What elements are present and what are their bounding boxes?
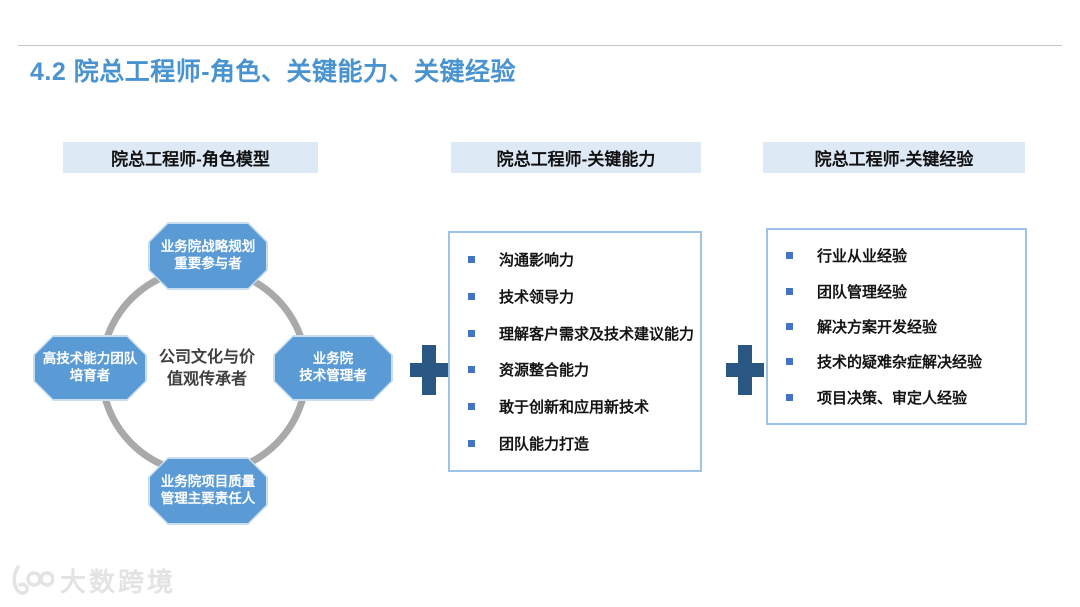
page-title: 4.2 院总工程师-角色、关键能力、关键经验 bbox=[30, 58, 517, 86]
experience-item: 团队管理经验 bbox=[817, 283, 908, 301]
plus-icon bbox=[410, 345, 448, 395]
list-item: 项目决策、审定人经验 bbox=[778, 387, 1015, 408]
bullet-square-icon bbox=[786, 358, 793, 366]
role-node-top-line2: 重要参与者 bbox=[174, 256, 242, 271]
bullet-square-icon bbox=[786, 287, 793, 295]
ability-item: 技术领导力 bbox=[499, 288, 575, 306]
list-item: 技术领导力 bbox=[460, 286, 690, 307]
list-item: 敢于创新和应用新技术 bbox=[460, 396, 690, 417]
ability-item: 沟通影响力 bbox=[499, 251, 575, 269]
header-role-model: 院总工程师-角色模型 bbox=[63, 142, 318, 173]
role-center-label: 公司文化与价 值观传承者 bbox=[132, 347, 282, 392]
plus-icon bbox=[726, 345, 764, 395]
list-item: 团队能力打造 bbox=[460, 433, 690, 454]
role-node-top: 业务院战略规划 重要参与者 bbox=[148, 222, 268, 290]
watermark-text: 大数跨境 bbox=[60, 567, 177, 597]
role-node-left-line2: 培育者 bbox=[69, 368, 111, 383]
role-node-right-line2: 技术管理者 bbox=[299, 368, 367, 383]
bullet-square-icon bbox=[786, 252, 793, 260]
key-abilities-box: 沟通影响力 技术领导力 理解客户需求及技术建议能力 资源整合能力 敢于创新和应用… bbox=[448, 231, 702, 472]
list-item: 团队管理经验 bbox=[778, 281, 1015, 302]
bullet-square-icon bbox=[468, 292, 475, 300]
role-center-line1: 公司文化与价 bbox=[158, 349, 255, 366]
experience-item: 行业从业经验 bbox=[817, 248, 908, 266]
brand-swirl-100-icon bbox=[12, 564, 54, 595]
bullet-square-icon bbox=[468, 366, 475, 374]
role-node-bottom-label: 业务院项目质量 管理主要责任人 bbox=[150, 459, 266, 523]
bullet-square-icon bbox=[468, 255, 475, 263]
ability-item: 理解客户需求及技术建议能力 bbox=[499, 325, 695, 343]
plus-icon-vbar bbox=[738, 345, 752, 395]
header-key-abilities: 院总工程师-关键能力 bbox=[451, 142, 701, 173]
header-key-experience: 院总工程师-关键经验 bbox=[763, 142, 1025, 173]
list-item: 沟通影响力 bbox=[460, 249, 690, 270]
ability-item: 团队能力打造 bbox=[499, 436, 590, 454]
role-node-left: 高技术能力团队 培育者 bbox=[33, 335, 147, 401]
role-node-right-line1: 业务院 bbox=[312, 351, 354, 367]
experience-item: 解决方案开发经验 bbox=[817, 318, 938, 336]
role-center-line2: 值观传承者 bbox=[166, 371, 247, 389]
role-node-left-label: 高技术能力团队 培育者 bbox=[35, 337, 145, 399]
role-node-right-label: 业务院 技术管理者 bbox=[275, 337, 391, 399]
list-item: 理解客户需求及技术建议能力 bbox=[460, 323, 694, 344]
bullet-square-icon bbox=[468, 440, 475, 448]
list-item: 资源整合能力 bbox=[460, 359, 690, 380]
bullet-square-icon bbox=[468, 403, 475, 411]
watermark: 大数跨境 bbox=[10, 562, 176, 599]
role-node-bottom-line1: 业务院项目质量 bbox=[160, 474, 256, 490]
top-divider bbox=[18, 45, 1062, 46]
bullet-square-icon bbox=[786, 393, 793, 401]
role-node-bottom: 业务院项目质量 管理主要责任人 bbox=[148, 457, 268, 525]
bullet-square-icon bbox=[468, 329, 475, 337]
list-item: 技术的疑难杂症解决经验 bbox=[778, 351, 1015, 372]
role-node-top-label: 业务院战略规划 重要参与者 bbox=[150, 224, 266, 288]
bullet-square-icon bbox=[786, 322, 793, 330]
key-experience-box: 行业从业经验 团队管理经验 解决方案开发经验 技术的疑难杂症解决经验 项目决策、… bbox=[766, 228, 1027, 425]
list-item: 解决方案开发经验 bbox=[778, 316, 1015, 337]
plus-icon-vbar bbox=[422, 345, 436, 395]
experience-item: 技术的疑难杂症解决经验 bbox=[817, 354, 983, 372]
ability-item: 敢于创新和应用新技术 bbox=[499, 399, 650, 417]
role-node-top-line1: 业务院战略规划 bbox=[160, 239, 256, 255]
role-node-left-line1: 高技术能力团队 bbox=[42, 351, 138, 367]
role-node-right: 业务院 技术管理者 bbox=[273, 335, 393, 401]
ability-item: 资源整合能力 bbox=[499, 362, 590, 380]
role-node-bottom-line2: 管理主要责任人 bbox=[160, 491, 256, 506]
experience-item: 项目决策、审定人经验 bbox=[817, 389, 968, 407]
list-item: 行业从业经验 bbox=[778, 245, 1015, 266]
